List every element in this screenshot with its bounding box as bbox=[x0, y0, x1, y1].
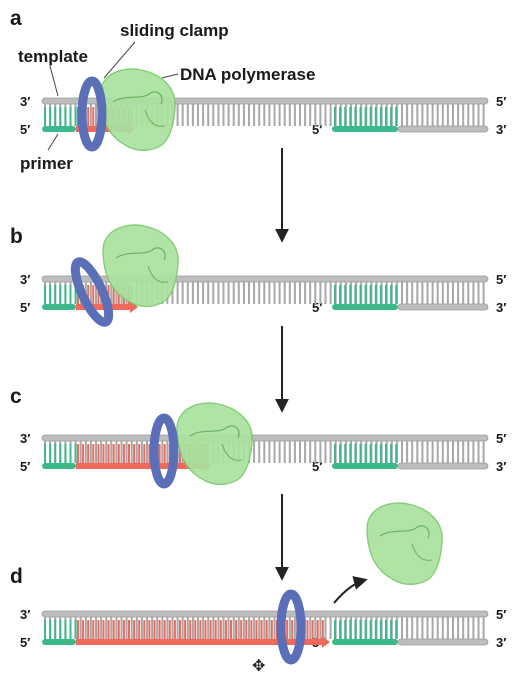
lower-3prime-end: 3′ bbox=[496, 459, 506, 474]
downstream-primer bbox=[332, 639, 398, 645]
downstream-primer bbox=[332, 463, 398, 469]
primer-strand bbox=[42, 126, 76, 132]
primer-strand bbox=[42, 639, 76, 645]
release-arrow bbox=[333, 576, 368, 604]
lower-3prime-end: 3′ bbox=[496, 122, 506, 137]
polymerase-groove bbox=[189, 425, 240, 439]
lower-3prime-end: 3′ bbox=[496, 300, 506, 315]
polymerase-groove bbox=[115, 247, 166, 261]
panel-label: a bbox=[10, 7, 22, 30]
panel-b: b 3′ 5′ 5′ 3′ 5′ bbox=[10, 224, 506, 327]
downstream-5prime-end: 5′ bbox=[312, 300, 322, 315]
primer-label: primer bbox=[20, 154, 73, 173]
dna-polymerase-label: DNA polymerase bbox=[180, 65, 315, 84]
sliding-clamp bbox=[70, 257, 114, 327]
downstream-strand bbox=[397, 125, 489, 133]
primer-strand bbox=[42, 463, 76, 469]
template-3prime-end: 3′ bbox=[20, 94, 30, 109]
polymerase-body bbox=[176, 402, 253, 485]
polymerase-groove bbox=[411, 543, 433, 561]
template-5prime-end: 5′ bbox=[496, 607, 506, 622]
template-3prime-end: 3′ bbox=[20, 272, 30, 287]
released-dna-polymerase bbox=[366, 502, 443, 585]
panel-label: b bbox=[10, 225, 23, 248]
downstream-primer bbox=[332, 126, 398, 132]
template-label: template bbox=[18, 47, 88, 66]
polymerase-groove bbox=[147, 265, 169, 283]
primer-strand bbox=[42, 304, 76, 310]
sliding-clamp bbox=[276, 589, 306, 665]
primer-leader-line bbox=[47, 133, 59, 151]
downstream-strand bbox=[397, 462, 489, 470]
downstream-5prime-end: 5′ bbox=[312, 459, 322, 474]
template-5prime-end: 5′ bbox=[496, 272, 506, 287]
polymerase-body bbox=[99, 68, 176, 151]
lower-5prime-end: 5′ bbox=[20, 635, 30, 650]
template-strand bbox=[41, 434, 489, 442]
polymerase-groove bbox=[379, 525, 430, 539]
downstream-strand bbox=[397, 638, 489, 646]
template-strand bbox=[41, 610, 489, 618]
polymerase-body bbox=[366, 502, 443, 585]
dna-polymerase bbox=[102, 224, 179, 307]
panel-d: d3′5′5′3′5′ bbox=[10, 565, 506, 665]
panel-a: a 3′ 5′ 5′ 3′ 5′ bbox=[10, 7, 506, 152]
clamp-leader-line bbox=[103, 41, 136, 79]
new-strand-arrow bbox=[76, 460, 212, 472]
lower-5prime-end: 5′ bbox=[20, 122, 30, 137]
template-3prime-end: 3′ bbox=[20, 431, 30, 446]
lower-5prime-end: 5′ bbox=[20, 300, 30, 315]
panel-label: d bbox=[10, 565, 23, 588]
downstream-strand bbox=[397, 303, 489, 311]
panel-label: c bbox=[10, 385, 22, 408]
template-leader-line bbox=[49, 65, 59, 97]
dna-polymerase bbox=[99, 68, 176, 151]
template-5prime-end: 5′ bbox=[496, 94, 506, 109]
new-strand-arrow bbox=[76, 636, 330, 648]
dna-polymerase bbox=[176, 402, 253, 485]
template-3prime-end: 3′ bbox=[20, 607, 30, 622]
sliding-clamp-label: sliding clamp bbox=[120, 21, 229, 40]
sliding-clamp bbox=[149, 413, 179, 489]
polymerase-leader-line bbox=[161, 73, 179, 79]
downstream-primer bbox=[332, 304, 398, 310]
move-cursor-icon: ✥ bbox=[252, 656, 266, 675]
polymerase-groove bbox=[144, 109, 166, 127]
sliding-clamp bbox=[77, 76, 107, 152]
panel-c: c 3′ 5′ 5′ 3′ 5′ bbox=[10, 385, 506, 489]
polymerase-groove bbox=[112, 91, 163, 105]
downstream-5prime-end: 5′ bbox=[312, 122, 322, 137]
template-5prime-end: 5′ bbox=[496, 431, 506, 446]
polymerase-groove bbox=[221, 443, 243, 461]
lower-3prime-end: 3′ bbox=[496, 635, 506, 650]
lower-5prime-end: 5′ bbox=[20, 459, 30, 474]
polymerase-body bbox=[102, 224, 179, 307]
